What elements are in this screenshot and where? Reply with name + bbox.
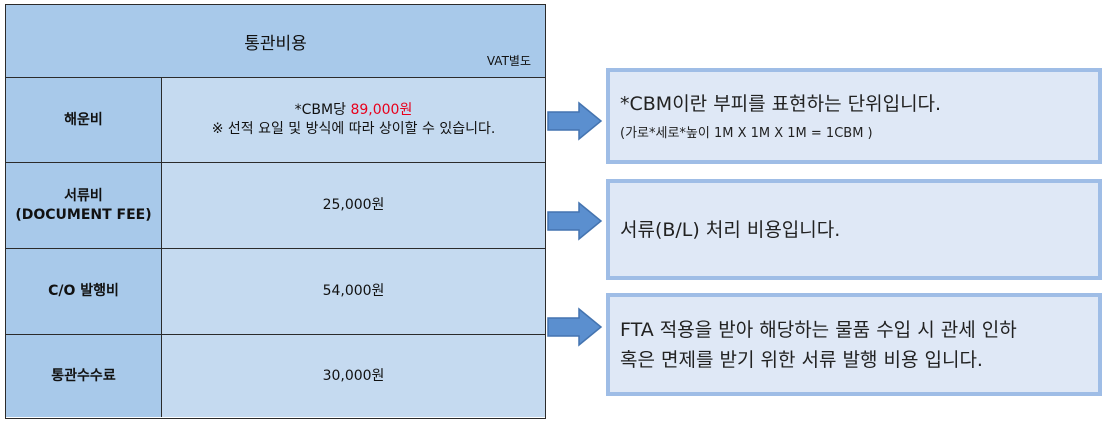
- row-label-shipping: 해운비: [6, 78, 162, 163]
- row-value-document: 25,000원: [162, 163, 545, 249]
- note-cbm-line2: (가로*세로*높이 1M X 1M X 1M = 1CBM ): [620, 126, 873, 141]
- price-value: 89,000원: [350, 102, 413, 118]
- note-document-line1: 서류(B/L) 처리 비용입니다.: [620, 218, 841, 241]
- row-label-customs: 통관수수료: [6, 335, 162, 417]
- table-title: 통관비용: [244, 33, 307, 54]
- row-label-text: 해운비: [64, 111, 103, 128]
- note-co-line1: FTA 적용을 받아 해당하는 물품 수입 시 관세 인하: [620, 318, 1017, 341]
- shipping-note: ※ 선적 요일 및 방식에 따라 상이할 수 있습니다.: [211, 121, 496, 137]
- vat-note: VAT별도: [486, 54, 531, 68]
- table-title-cell: 통관비용 VAT별도: [6, 5, 545, 78]
- row-label-document: 서류비 (DOCUMENT FEE): [6, 163, 162, 249]
- row-value-text: 25,000원: [322, 197, 385, 213]
- shipping-price-line: *CBM당 89,000원: [295, 101, 413, 120]
- note-cbm-line1: *CBM이란 부피를 표현하는 단위입니다.: [620, 93, 942, 115]
- note-co-line2: 혹은 면제를 받기 위한 서류 발행 비용 입니다.: [620, 348, 983, 371]
- row-value-co: 54,000원: [162, 249, 545, 335]
- row-label-line2: (DOCUMENT FEE): [15, 206, 152, 223]
- row-label-line1: 서류비: [64, 187, 103, 204]
- row-value-text: 30,000원: [322, 367, 385, 384]
- row-label-co: C/O 발행비: [6, 249, 162, 335]
- row-value-customs: 30,000원: [162, 335, 545, 417]
- arrow-right-icon: [547, 307, 603, 347]
- arrow-right-icon: [547, 101, 603, 141]
- row-value-shipping: *CBM당 89,000원 ※ 선적 요일 및 방식에 따라 상이할 수 있습니…: [162, 78, 545, 163]
- note-co: FTA 적용을 받아 해당하는 물품 수입 시 관세 인하 혹은 면제를 받기 …: [606, 293, 1102, 396]
- note-cbm: *CBM이란 부피를 표현하는 단위입니다. (가로*세로*높이 1M X 1M…: [606, 68, 1102, 164]
- cost-table: 통관비용 VAT별도 해운비 *CBM당 89,000원 ※ 선적 요일 및 방…: [5, 4, 546, 419]
- row-label-text: 통관수수료: [51, 367, 116, 384]
- row-label-text: C/O 발행비: [48, 283, 119, 299]
- arrow-right-icon: [547, 201, 603, 241]
- row-value-text: 54,000원: [322, 283, 385, 299]
- note-document: 서류(B/L) 처리 비용입니다.: [606, 179, 1102, 280]
- price-prefix: *CBM당: [294, 102, 351, 118]
